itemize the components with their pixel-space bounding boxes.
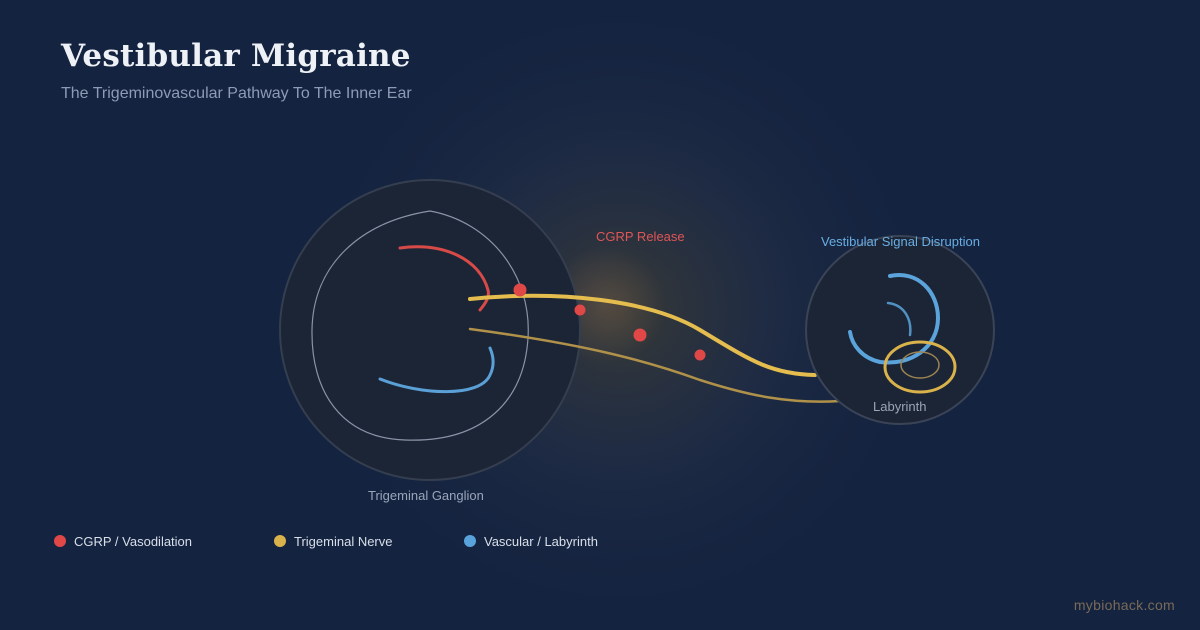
label-cgrp-release: CGRP Release: [596, 229, 685, 244]
cgrp-particle: [694, 349, 706, 361]
cgrp-particle: [574, 304, 586, 316]
brand-watermark: mybiohack.com: [1073, 597, 1175, 613]
semicircular-canal-outer: [848, 273, 941, 365]
ganglion-circle: [279, 179, 581, 481]
cgrp-particle: [633, 328, 647, 342]
legend-dot-blue: [464, 535, 476, 547]
label-labyrinth: Labyrinth: [873, 399, 927, 414]
legend-item-nerve: Trigeminal Nerve: [274, 532, 393, 550]
label-trigeminal-ganglion: Trigeminal Ganglion: [368, 488, 484, 503]
legend-label: CGRP / Vasodilation: [74, 533, 193, 549]
legend-dot-gold: [274, 535, 286, 547]
semicircular-canal-inner: [886, 301, 912, 337]
legend-dot-red: [54, 535, 66, 547]
cgrp-particle: [513, 283, 527, 297]
label-vestibular-disruption: Vestibular Signal Disruption: [821, 234, 980, 249]
legend-label: Trigeminal Nerve: [294, 533, 393, 549]
page-title: Vestibular Migraine: [61, 38, 411, 74]
cgrp-arc: [398, 245, 490, 312]
page-subtitle: The Trigeminovascular Pathway To The Inn…: [61, 85, 412, 102]
trigeminal-nerve-main: [468, 293, 817, 377]
legend-item-cgrp: CGRP / Vasodilation: [54, 532, 192, 550]
vestibule-inner: [900, 351, 940, 379]
legend-label: Vascular / Labyrinth: [484, 533, 598, 549]
vascular-arc: [378, 346, 495, 394]
trigeminal-nerve-secondary: [468, 327, 842, 403]
vestibule-outer: [883, 340, 957, 394]
legend-item-vascular: Vascular / Labyrinth: [464, 532, 598, 550]
labyrinth-circle: [805, 235, 995, 425]
